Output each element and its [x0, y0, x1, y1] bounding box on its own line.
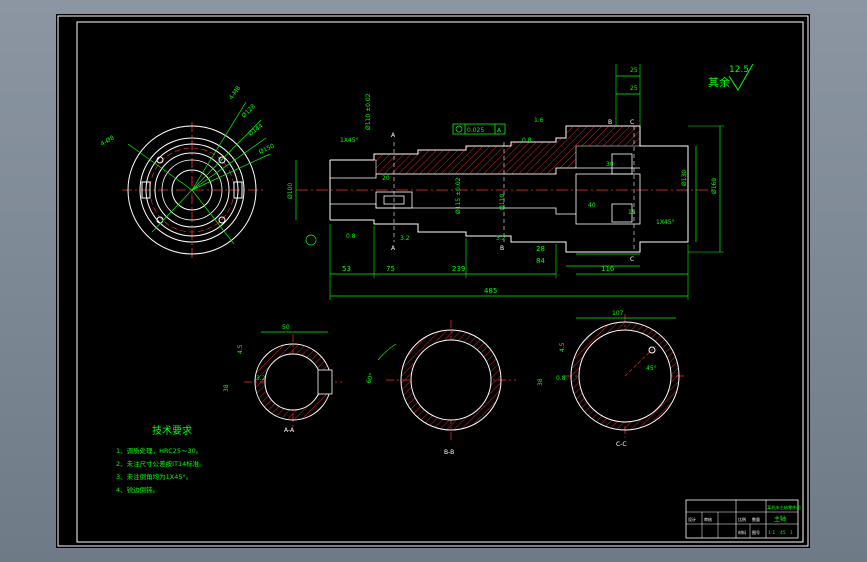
svg-text:审核: 审核 — [704, 516, 712, 522]
roughness-note: 其余 12.5 — [708, 63, 754, 91]
svg-text:A: A — [497, 127, 502, 134]
drawing-sheet[interactable]: 其余 12.5 4-M8 Ø128 Ø144 Ø150 4-Ø8 — [56, 14, 810, 548]
svg-text:3.2: 3.2 — [496, 235, 506, 242]
tech-req-item: 2、未注尺寸公差按IT14标准。 — [116, 459, 206, 468]
svg-text:0.025: 0.025 — [467, 127, 484, 134]
svg-text:45°: 45° — [646, 365, 657, 372]
svg-text:1X45°: 1X45° — [340, 137, 359, 144]
svg-text:A-A: A-A — [284, 427, 295, 434]
engineering-drawing: 其余 12.5 4-M8 Ø128 Ø144 Ø150 4-Ø8 — [57, 15, 809, 547]
section-a: 50 4.5 3.2 38 A-A — [223, 324, 342, 434]
svg-text:25: 25 — [630, 85, 638, 92]
svg-text:25: 25 — [630, 67, 638, 74]
svg-text:0.8: 0.8 — [522, 137, 532, 144]
svg-text:C-C: C-C — [616, 441, 627, 448]
end-view: 4-M8 Ø128 Ø144 Ø150 4-Ø8 — [100, 85, 276, 259]
svg-text:材料: 材料 — [738, 529, 746, 535]
svg-text:28: 28 — [536, 245, 545, 253]
svg-text:A: A — [391, 245, 396, 252]
svg-text:12.5: 12.5 — [729, 65, 749, 75]
svg-text:40: 40 — [588, 202, 596, 209]
svg-text:数量: 数量 — [752, 516, 760, 522]
tech-req-title: 技术要求 — [152, 424, 192, 437]
inner-frame — [76, 21, 804, 543]
svg-text:B-B: B-B — [444, 449, 454, 456]
svg-text:0.8: 0.8 — [346, 233, 356, 240]
svg-text:38: 38 — [223, 384, 230, 392]
svg-text:B: B — [608, 119, 612, 126]
svg-text:50: 50 — [282, 324, 290, 331]
svg-text:38: 38 — [537, 378, 544, 386]
svg-text:Ø110: Ø110 — [499, 194, 506, 210]
svg-text:4.5: 4.5 — [237, 344, 244, 354]
svg-text:1: 1 — [790, 530, 793, 536]
tech-req-item: 4、锐边倒钝。 — [116, 485, 159, 494]
svg-text:Ø130: Ø130 — [681, 170, 688, 186]
svg-text:239: 239 — [452, 265, 465, 273]
svg-text:84: 84 — [536, 257, 545, 265]
svg-text:图号: 图号 — [752, 529, 760, 535]
svg-text:53: 53 — [342, 265, 351, 273]
svg-text:3.2: 3.2 — [256, 375, 266, 382]
svg-text:C: C — [630, 256, 634, 263]
svg-text:Ø144: Ø144 — [247, 123, 264, 138]
section-c: 107 4.5 0.8 38 45° C-C — [537, 310, 686, 448]
svg-text:Ø128: Ø128 — [240, 103, 257, 120]
svg-text:1:1: 1:1 — [768, 530, 775, 536]
svg-text:C: C — [630, 119, 634, 126]
svg-text:1.6: 1.6 — [534, 117, 544, 124]
svg-text:4-Ø8: 4-Ø8 — [100, 134, 116, 147]
svg-text:75: 75 — [386, 265, 395, 273]
svg-text:Ø150: Ø150 — [258, 143, 276, 156]
svg-text:Ø160: Ø160 — [711, 178, 718, 194]
title-block: 某机床主轴零件图 主轴 设计 审核 比例 数量 材料 图号 1:1 45 1 — [685, 499, 801, 539]
svg-text:15: 15 — [628, 209, 636, 216]
svg-text:比例: 比例 — [738, 516, 746, 522]
svg-text:107: 107 — [612, 310, 624, 317]
svg-text:4.5: 4.5 — [559, 342, 566, 352]
svg-text:Ø115 ±0.02: Ø115 ±0.02 — [455, 177, 462, 214]
svg-text:1X45°: 1X45° — [656, 219, 675, 226]
section-b: 60° B-B — [365, 320, 516, 456]
tech-req-item: 3、未注倒角均为1X45°。 — [116, 472, 192, 481]
svg-text:30: 30 — [606, 161, 614, 168]
tech-req-item: 1、调质处理，HRC25～30。 — [116, 446, 202, 455]
svg-text:其余: 其余 — [708, 75, 730, 89]
svg-text:60°: 60° — [365, 372, 375, 384]
part-name: 主轴 — [774, 515, 786, 523]
svg-text:A: A — [391, 132, 396, 139]
svg-text:B: B — [500, 245, 504, 252]
svg-text:Ø100: Ø100 — [287, 183, 294, 199]
drawing-name: 某机床主轴零件图 — [767, 504, 801, 511]
tech-requirements: 技术要求 1、调质处理，HRC25～30。 2、未注尺寸公差按IT14标准。 3… — [116, 424, 206, 494]
svg-text:20: 20 — [382, 175, 390, 182]
svg-text:0.8: 0.8 — [556, 375, 566, 382]
svg-text:45: 45 — [780, 530, 786, 536]
svg-text:设计: 设计 — [688, 516, 696, 522]
svg-text:485: 485 — [484, 287, 497, 295]
outer-frame — [57, 15, 809, 547]
main-view: 53 75 239 485 28 84 116 25 25 30 40 15 2… — [287, 64, 724, 300]
svg-text:Ø110 ±0.02: Ø110 ±0.02 — [365, 93, 372, 130]
svg-text:116: 116 — [601, 265, 615, 273]
svg-text:3.2: 3.2 — [400, 235, 410, 242]
svg-text:4-M8: 4-M8 — [228, 85, 242, 101]
